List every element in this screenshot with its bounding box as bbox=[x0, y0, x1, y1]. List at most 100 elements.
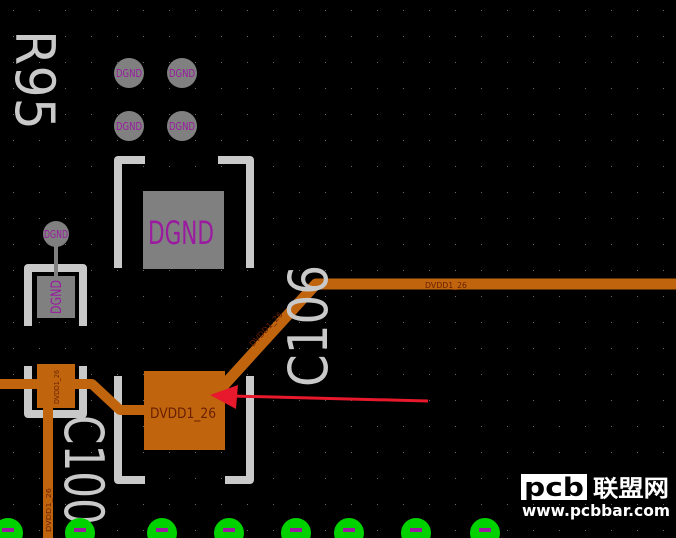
grid-dot bbox=[377, 88, 378, 89]
grid-dot bbox=[273, 88, 274, 89]
grid-dot bbox=[403, 140, 404, 141]
grid-dot bbox=[39, 322, 40, 323]
grid-dot bbox=[559, 504, 560, 505]
grid-dot bbox=[559, 374, 560, 375]
grid-dot bbox=[403, 88, 404, 89]
grid-dot bbox=[91, 504, 92, 505]
grid-dot bbox=[299, 244, 300, 245]
trace-dvdd-main bbox=[210, 278, 676, 399]
grid-dot bbox=[403, 504, 404, 505]
grid-dot bbox=[273, 478, 274, 479]
pad-gnd-small-label: DGND bbox=[49, 280, 65, 314]
grid-dot bbox=[611, 114, 612, 115]
grid-dot bbox=[403, 114, 404, 115]
grid-dot bbox=[429, 270, 430, 271]
grid-dot bbox=[195, 88, 196, 89]
grid-dot bbox=[273, 504, 274, 505]
grid-dot bbox=[39, 452, 40, 453]
grid-dot bbox=[169, 452, 170, 453]
grid-dot bbox=[637, 348, 638, 349]
grid-dot bbox=[377, 140, 378, 141]
grid-dot bbox=[65, 452, 66, 453]
grid-dot bbox=[429, 88, 430, 89]
grid-dot bbox=[351, 10, 352, 11]
grid-dot bbox=[663, 244, 664, 245]
grid-dot bbox=[91, 62, 92, 63]
grid-dot bbox=[377, 322, 378, 323]
grid-dot bbox=[481, 88, 482, 89]
grid-dot bbox=[299, 36, 300, 37]
grid-dot bbox=[585, 36, 586, 37]
grid-dot bbox=[325, 504, 326, 505]
grid-dot bbox=[65, 10, 66, 11]
grid-dot bbox=[533, 348, 534, 349]
grid-dot bbox=[455, 374, 456, 375]
grid-dot bbox=[429, 296, 430, 297]
grid-dot bbox=[559, 530, 560, 531]
grid-dot bbox=[13, 62, 14, 63]
grid-dot bbox=[325, 426, 326, 427]
grid-dot bbox=[403, 166, 404, 167]
via-dgnd-1 bbox=[114, 58, 144, 88]
grid-dot bbox=[455, 192, 456, 193]
grid-dot bbox=[351, 374, 352, 375]
grid-dot bbox=[195, 62, 196, 63]
via-green-inner bbox=[2, 528, 14, 532]
grid-dot bbox=[481, 348, 482, 349]
grid-dot bbox=[39, 244, 40, 245]
grid-dot bbox=[13, 140, 14, 141]
grid-dot bbox=[13, 36, 14, 37]
grid-dot bbox=[65, 322, 66, 323]
grid-dot bbox=[481, 114, 482, 115]
grid-dot bbox=[559, 62, 560, 63]
grid-dot bbox=[377, 478, 378, 479]
grid-dot bbox=[663, 530, 664, 531]
grid-dot bbox=[377, 296, 378, 297]
grid-dot bbox=[507, 62, 508, 63]
grid-dot bbox=[533, 322, 534, 323]
grid-dot bbox=[403, 10, 404, 11]
grid-dot bbox=[247, 530, 248, 531]
grid-dot bbox=[273, 166, 274, 167]
grid-dot bbox=[247, 114, 248, 115]
grid-dot bbox=[117, 114, 118, 115]
pad-gnd-large bbox=[143, 191, 224, 269]
grid-dot bbox=[611, 374, 612, 375]
grid-dot bbox=[299, 270, 300, 271]
grid-dot bbox=[533, 452, 534, 453]
grid-dot bbox=[481, 140, 482, 141]
watermark: pcb 联盟网 www.pcbbar.com bbox=[521, 473, 670, 520]
grid-dot bbox=[65, 504, 66, 505]
grid-dot bbox=[455, 452, 456, 453]
grid-dot bbox=[195, 348, 196, 349]
grid-dot bbox=[39, 114, 40, 115]
grid-dot bbox=[117, 348, 118, 349]
grid-dot bbox=[221, 270, 222, 271]
grid-dot bbox=[429, 192, 430, 193]
via-green-inner bbox=[479, 528, 491, 532]
grid-dot bbox=[507, 452, 508, 453]
grid-dot bbox=[585, 322, 586, 323]
watermark-logo: pcb bbox=[524, 473, 584, 503]
grid-dot bbox=[507, 166, 508, 167]
grid-dot bbox=[585, 400, 586, 401]
via-label: DGND bbox=[169, 120, 195, 133]
grid-dot bbox=[429, 452, 430, 453]
grid-dot bbox=[221, 452, 222, 453]
grid-dot bbox=[273, 114, 274, 115]
grid-dot bbox=[481, 62, 482, 63]
grid-dot bbox=[13, 10, 14, 11]
grid-dot bbox=[611, 530, 612, 531]
grid-dot bbox=[169, 504, 170, 505]
grid-dot bbox=[143, 140, 144, 141]
grid-dot bbox=[403, 478, 404, 479]
grid-dot bbox=[273, 400, 274, 401]
grid-dot bbox=[455, 244, 456, 245]
grid-dot bbox=[91, 270, 92, 271]
grid-dot bbox=[117, 62, 118, 63]
grid-dot bbox=[39, 36, 40, 37]
grid-dot bbox=[585, 270, 586, 271]
grid-dot bbox=[507, 114, 508, 115]
grid-dot bbox=[91, 478, 92, 479]
